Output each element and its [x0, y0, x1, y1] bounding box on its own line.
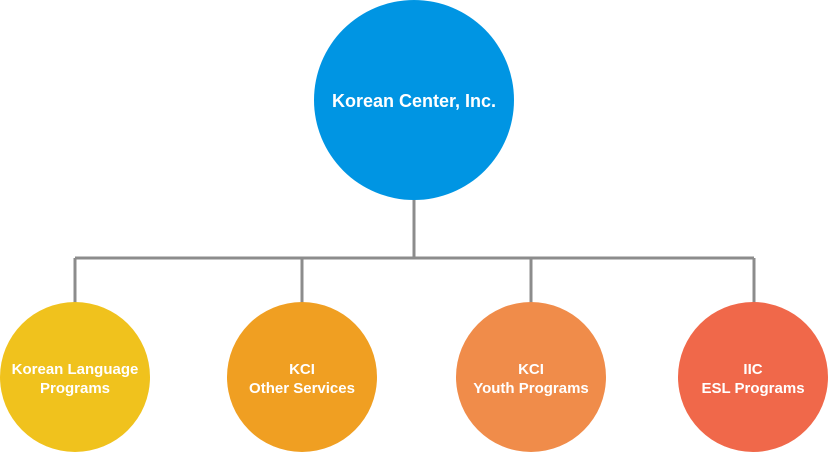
child-node-korean-language: Korean Language Programs	[0, 302, 150, 452]
child-node-label-line1: KCI	[289, 361, 315, 378]
child-node-iic-esl-programs: IIC ESL Programs	[678, 302, 828, 452]
child-node-kci-other-services: KCI Other Services	[227, 302, 377, 452]
root-node: Korean Center, Inc.	[314, 0, 514, 200]
child-node-label-line2: Programs	[40, 380, 110, 397]
child-node-circle	[0, 302, 150, 452]
connector-lines	[73, 198, 756, 305]
child-node-label-line2: Other Services	[249, 380, 355, 397]
root-node-label: Korean Center, Inc.	[332, 91, 496, 111]
child-node-label-line1: IIC	[743, 361, 762, 378]
child-node-circle	[227, 302, 377, 452]
child-node-label-line2: Youth Programs	[473, 380, 589, 397]
child-node-kci-youth-programs: KCI Youth Programs	[456, 302, 606, 452]
root-node-circle	[314, 0, 514, 200]
child-node-label-line1: Korean Language	[12, 361, 139, 378]
child-node-label-line1: KCI	[518, 361, 544, 378]
child-node-circle	[456, 302, 606, 452]
child-node-label-line2: ESL Programs	[701, 380, 804, 397]
child-node-circle	[678, 302, 828, 452]
